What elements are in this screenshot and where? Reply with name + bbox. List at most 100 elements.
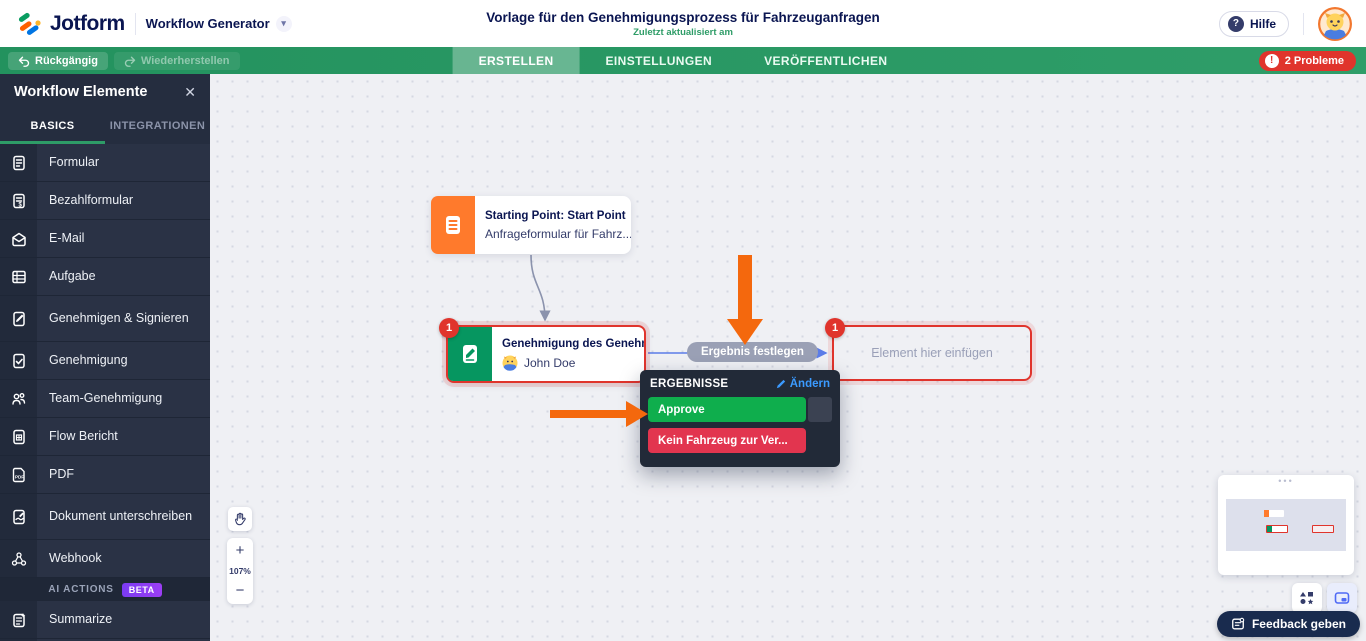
chevron-down-icon: ▾ (275, 15, 292, 32)
outcome-option-approve-hover-strip (808, 397, 832, 422)
change-outcomes-link[interactable]: Ändern (776, 378, 830, 390)
ai-action-icon (0, 639, 37, 641)
exclamation-icon: ! (1264, 53, 1279, 68)
zoom-in-button[interactable]: + (235, 542, 245, 559)
pan-tool-button[interactable] (228, 507, 252, 531)
outcome-option-reject[interactable]: Kein Fahrzeug zur Ver... (648, 428, 806, 453)
sidebar-item-flow-bericht[interactable]: Flow Bericht (0, 418, 210, 456)
svg-text:$: $ (18, 202, 22, 208)
approval-node-title: Genehmigung des Genehmig... (502, 337, 644, 350)
question-mark-icon: ? (1227, 15, 1244, 32)
minimap-toggle-button[interactable] (1327, 583, 1357, 613)
user-avatar[interactable] (1318, 6, 1352, 41)
sidebar-item-aufgabe[interactable]: Aufgabe (0, 258, 210, 296)
redo-label: Wiederherstellen (140, 54, 230, 67)
webhook-icon (0, 540, 37, 577)
assignee-name: John Doe (524, 355, 576, 370)
redo-icon (124, 56, 136, 67)
insert-element-node[interactable]: 1 Element hier einfügen (825, 318, 1032, 381)
arrow-right-annotation (550, 401, 648, 427)
feedback-icon (1232, 617, 1245, 630)
sidebar-item-partial[interactable] (0, 639, 210, 641)
pdf-icon: PDF (0, 456, 37, 493)
outcome-option-approve[interactable]: Approve (648, 397, 806, 422)
shapes-icon (1300, 592, 1314, 605)
minimap-drag-handle[interactable]: ••• (1278, 476, 1294, 486)
help-button[interactable]: ? Hilfe (1218, 10, 1289, 37)
flow-report-icon (0, 418, 37, 455)
ai-actions-section: AI ACTIONS BETA (0, 578, 210, 601)
sidebar-item-pdf[interactable]: PDF PDF (0, 456, 210, 494)
zoom-controls: + 107% − (227, 538, 253, 604)
app-name-label: Workflow Generator (145, 16, 270, 31)
set-outcome-pill[interactable]: Ergebnis festlegen (687, 342, 818, 362)
sidebar-item-email[interactable]: E-Mail (0, 220, 210, 258)
feedback-button[interactable]: Feedback geben (1216, 611, 1360, 637)
undo-icon (18, 56, 30, 67)
sidebar-item-team-genehmigung[interactable]: Team-Genehmigung (0, 380, 210, 418)
approval-node-issue-badge: 1 (439, 318, 459, 338)
tab-erstellen[interactable]: ERSTELLEN (452, 47, 580, 74)
header-divider (134, 12, 136, 35)
last-updated-label: Zuletzt aktualisiert am (633, 26, 733, 38)
sidebar-item-genehmigen-signieren[interactable]: Genehmigen & Signieren (0, 296, 210, 342)
team-approval-icon (0, 380, 37, 417)
sidebar-item-bezahlformular[interactable]: $ Bezahlformular (0, 182, 210, 220)
help-label: Hilfe (1249, 16, 1276, 31)
elements-shortcut-button[interactable] (1292, 583, 1322, 613)
outcomes-dropdown: ERGEBNISSE Ändern Approve Kein Fahrzeug … (640, 370, 840, 467)
tab-einstellungen[interactable]: EINSTELLUNGEN (605, 53, 713, 68)
sidebar-item-summarize[interactable]: Summarize (0, 601, 210, 639)
minimap-icon (1334, 592, 1350, 604)
beta-badge: BETA (121, 582, 162, 597)
sidebar-item-formular[interactable]: Formular (0, 144, 210, 182)
logo-wordmark: Jotform (50, 11, 125, 35)
minimap[interactable]: ••• (1218, 475, 1354, 575)
start-node-subtitle: Anfrageformular für Fahrz... (485, 226, 631, 241)
assignee-row: John Doe (502, 355, 634, 371)
tab-basics[interactable]: BASICS (0, 110, 105, 144)
workflow-toolbar: Rückgängig Wiederherstellen ERSTELLEN EI… (0, 47, 1366, 74)
approval-node-icon (448, 327, 492, 381)
jotform-logo[interactable]: Jotform (16, 11, 125, 37)
panel-title: Workflow Elemente (14, 84, 148, 100)
pencil-icon (776, 379, 785, 389)
app-name-dropdown[interactable]: Workflow Generator ▾ (145, 15, 292, 32)
sidebar-item-dokument-unterschreiben[interactable]: Dokument unterschreiben (0, 494, 210, 540)
zoom-level: 107% (229, 566, 251, 576)
start-point-node[interactable]: Starting Point: Start Point Anfrageformu… (431, 196, 631, 254)
approve-sign-icon (0, 296, 37, 341)
header-divider-2 (1303, 12, 1304, 35)
jotform-logo-icon (18, 12, 41, 35)
page-title: Vorlage für den Genehmigungsprozess für … (486, 9, 880, 25)
sidebar-item-webhook[interactable]: Webhook (0, 540, 210, 578)
sidebar-item-genehmigung[interactable]: Genehmigung (0, 342, 210, 380)
form-node-icon (431, 196, 475, 254)
placeholder-node-issue-badge: 1 (825, 318, 845, 338)
workflow-elements-panel: Workflow Elemente ✕ BASICS INTEGRATIONEN… (0, 74, 210, 641)
close-icon[interactable]: ✕ (184, 83, 196, 100)
outcomes-title: ERGEBNISSE (650, 378, 729, 390)
ai-actions-label: AI ACTIONS (48, 584, 114, 595)
redo-button[interactable]: Wiederherstellen (113, 51, 240, 70)
undo-label: Rückgängig (35, 54, 98, 67)
tab-veroeffentlichen[interactable]: VERÖFFENTLICHEN (764, 53, 888, 68)
approval-node[interactable]: 1 Genehmigung des Genehmig... John Doe (439, 318, 646, 383)
form-icon (0, 144, 37, 181)
tab-integrationen[interactable]: INTEGRATIONEN (109, 119, 206, 132)
approval-icon (0, 342, 37, 379)
workflow-canvas[interactable]: Starting Point: Start Point Anfrageformu… (210, 74, 1366, 641)
placeholder-node-label: Element hier einfügen (871, 346, 993, 360)
email-icon (0, 220, 37, 257)
minimap-viewport (1226, 499, 1346, 551)
problems-label: 2 Probleme (1284, 54, 1344, 67)
undo-button[interactable]: Rückgängig (8, 51, 108, 70)
payment-form-icon: $ (0, 182, 37, 219)
task-icon (0, 258, 37, 295)
svg-text:PDF: PDF (15, 474, 24, 479)
problems-badge[interactable]: ! 2 Probleme (1258, 50, 1356, 71)
sign-document-icon (0, 494, 37, 539)
zoom-out-button[interactable]: − (235, 582, 245, 599)
start-node-title: Starting Point: Start Point (485, 209, 626, 222)
arrow-down-annotation (727, 255, 763, 345)
